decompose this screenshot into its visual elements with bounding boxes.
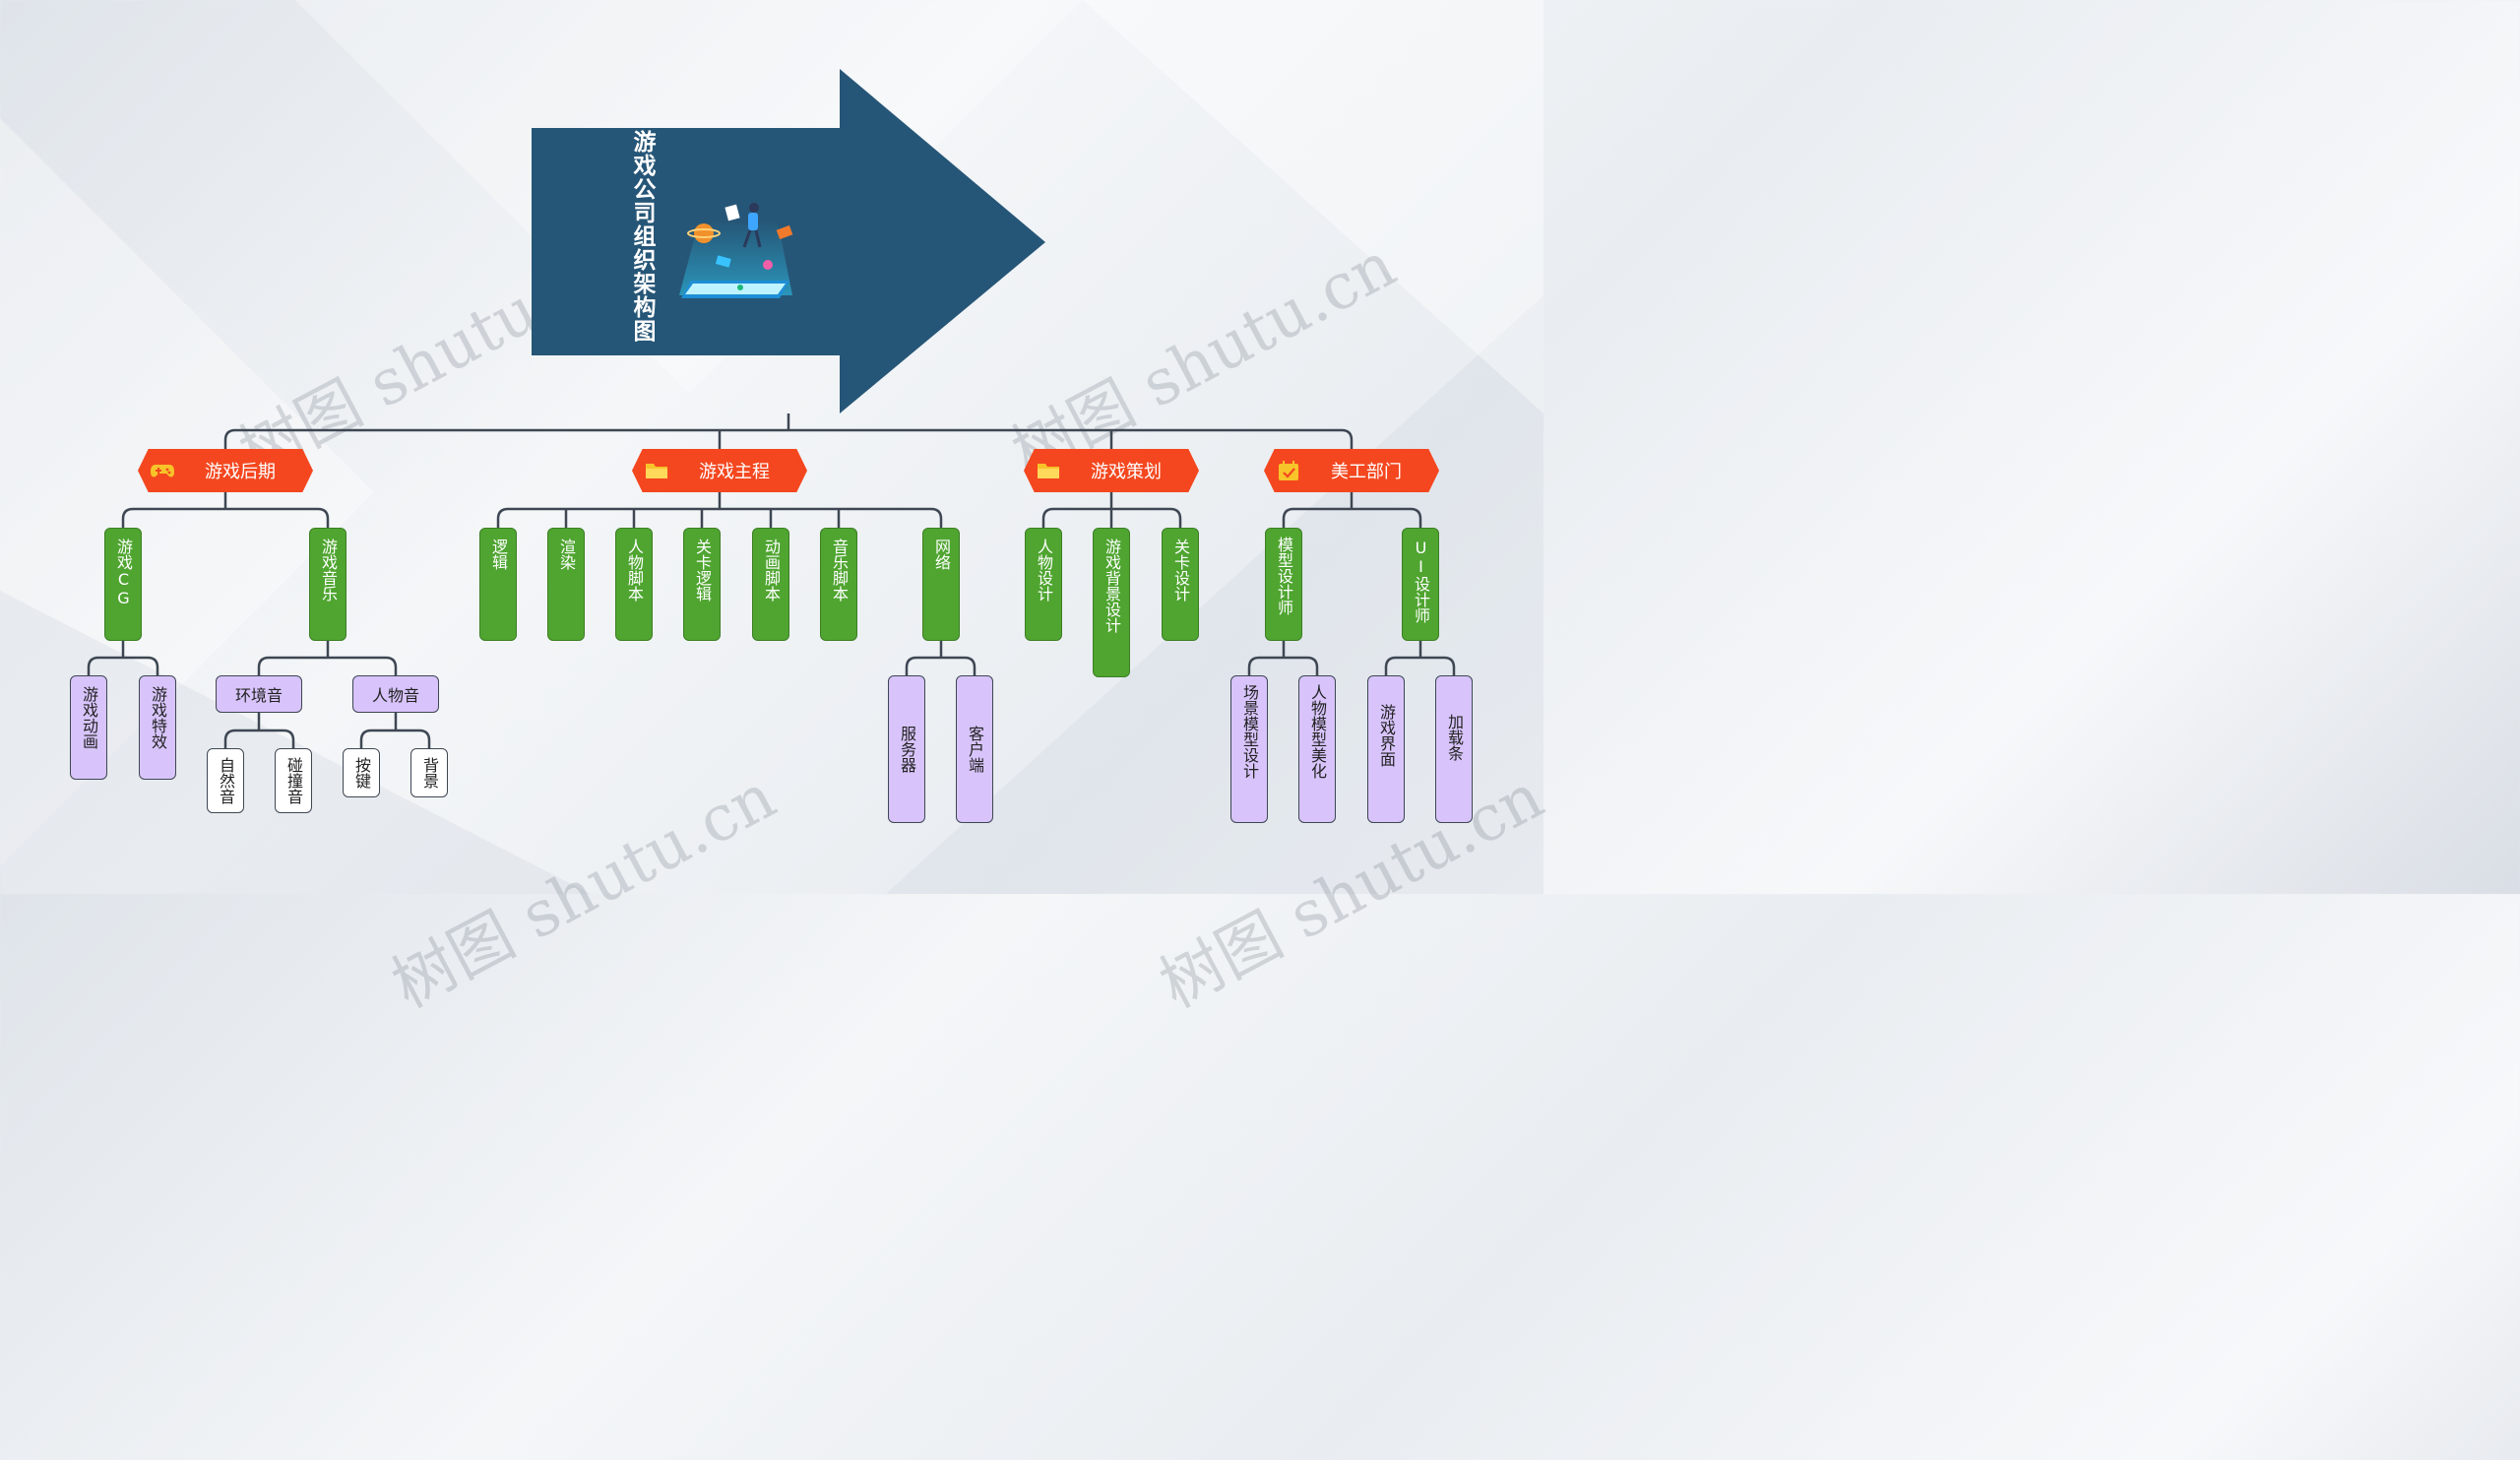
node-key-sound[interactable]: 按键 xyxy=(343,748,380,797)
node-label: 游戏背景设计 xyxy=(1102,539,1121,633)
node-label: 自然音 xyxy=(217,757,235,804)
tablet-illustration xyxy=(679,203,793,298)
node-logic[interactable]: 逻辑 xyxy=(479,528,517,641)
node-network[interactable]: 网络 xyxy=(922,528,960,641)
node-level-design[interactable]: 关卡设计 xyxy=(1162,528,1199,641)
calendar-check-icon xyxy=(1279,461,1298,480)
node-label: 人物音 xyxy=(371,686,419,705)
category-art-dept[interactable]: 美工部门 xyxy=(1264,449,1439,492)
folder-icon xyxy=(1038,464,1059,478)
node-label: 加载条 xyxy=(1445,714,1464,761)
folder-icon xyxy=(646,464,667,478)
node-ambient-sound[interactable]: 环境音 xyxy=(216,675,302,713)
category-label: 游戏后期 xyxy=(205,462,276,482)
node-character-model-beautify[interactable]: 人物模型美化 xyxy=(1298,675,1336,823)
node-label: 场景模型设计 xyxy=(1240,684,1259,779)
root-title: 游戏公司组织架构图 xyxy=(629,130,655,343)
node-character-design[interactable]: 人物设计 xyxy=(1025,528,1062,641)
node-game-effects[interactable]: 游戏特效 xyxy=(139,675,176,780)
node-label: 环境音 xyxy=(234,686,283,705)
node-loading-bar[interactable]: 加载条 xyxy=(1435,675,1473,823)
node-game-animation[interactable]: 游戏动画 xyxy=(70,675,107,780)
node-collision-sound[interactable]: 碰撞音 xyxy=(275,748,312,813)
node-natural-sound[interactable]: 自然音 xyxy=(207,748,244,813)
node-label: 游戏动画 xyxy=(80,686,98,749)
category-label: 美工部门 xyxy=(1331,462,1402,482)
connector-lines xyxy=(87,413,1456,748)
node-label: 关卡逻辑 xyxy=(693,539,712,602)
node-client[interactable]: 客户端 xyxy=(956,675,993,823)
node-label: 人物模型美化 xyxy=(1308,684,1327,779)
node-game-music[interactable]: 游戏音乐 xyxy=(309,528,346,641)
node-scene-model-design[interactable]: 场景模型设计 xyxy=(1230,675,1268,823)
node-game-interface[interactable]: 游戏界面 xyxy=(1367,675,1405,823)
node-label: 模型设计师 xyxy=(1275,537,1293,615)
node-label: 游戏音乐 xyxy=(319,539,338,602)
node-game-cg[interactable]: 游戏CG xyxy=(104,528,142,641)
node-animation-script[interactable]: 动画脚本 xyxy=(752,528,789,641)
gamepad-icon xyxy=(151,465,174,477)
node-label: UI设计师 xyxy=(1412,539,1430,623)
node-label: 动画脚本 xyxy=(762,539,781,602)
node-level-logic[interactable]: 关卡逻辑 xyxy=(683,528,721,641)
node-character-sound[interactable]: 人物音 xyxy=(352,675,439,713)
node-label: 游戏特效 xyxy=(149,686,167,749)
category-game-planning[interactable]: 游戏策划 xyxy=(1024,449,1199,492)
node-label: 背景 xyxy=(420,757,439,789)
node-label: 逻辑 xyxy=(489,539,508,570)
category-game-post[interactable]: 游戏后期 xyxy=(138,449,313,492)
node-label: 音乐脚本 xyxy=(830,539,849,602)
node-label: 服务器 xyxy=(898,726,916,773)
node-game-background-design[interactable]: 游戏背景设计 xyxy=(1093,528,1130,677)
node-label: 人物设计 xyxy=(1035,539,1053,602)
node-model-designer[interactable]: 模型设计师 xyxy=(1265,528,1302,641)
node-character-script[interactable]: 人物脚本 xyxy=(615,528,653,641)
category-label: 游戏策划 xyxy=(1091,462,1162,482)
node-server[interactable]: 服务器 xyxy=(888,675,925,823)
node-label: 人物脚本 xyxy=(625,539,644,602)
category-main-program[interactable]: 游戏主程 xyxy=(632,449,807,492)
node-label: 碰撞音 xyxy=(284,757,303,804)
node-label: 关卡设计 xyxy=(1171,539,1190,602)
node-music-script[interactable]: 音乐脚本 xyxy=(820,528,857,641)
node-label: 客户端 xyxy=(966,726,984,773)
root-arrow xyxy=(532,69,1045,413)
node-label: 按键 xyxy=(352,757,371,789)
node-label: 游戏CG xyxy=(114,539,133,607)
node-label: 渲染 xyxy=(557,539,576,570)
node-background-sound[interactable]: 背景 xyxy=(410,748,448,797)
category-label: 游戏主程 xyxy=(699,462,770,482)
node-label: 网络 xyxy=(932,539,951,570)
node-label: 游戏界面 xyxy=(1377,704,1396,767)
node-rendering[interactable]: 渲染 xyxy=(547,528,585,641)
node-ui-designer[interactable]: UI设计师 xyxy=(1402,528,1439,641)
